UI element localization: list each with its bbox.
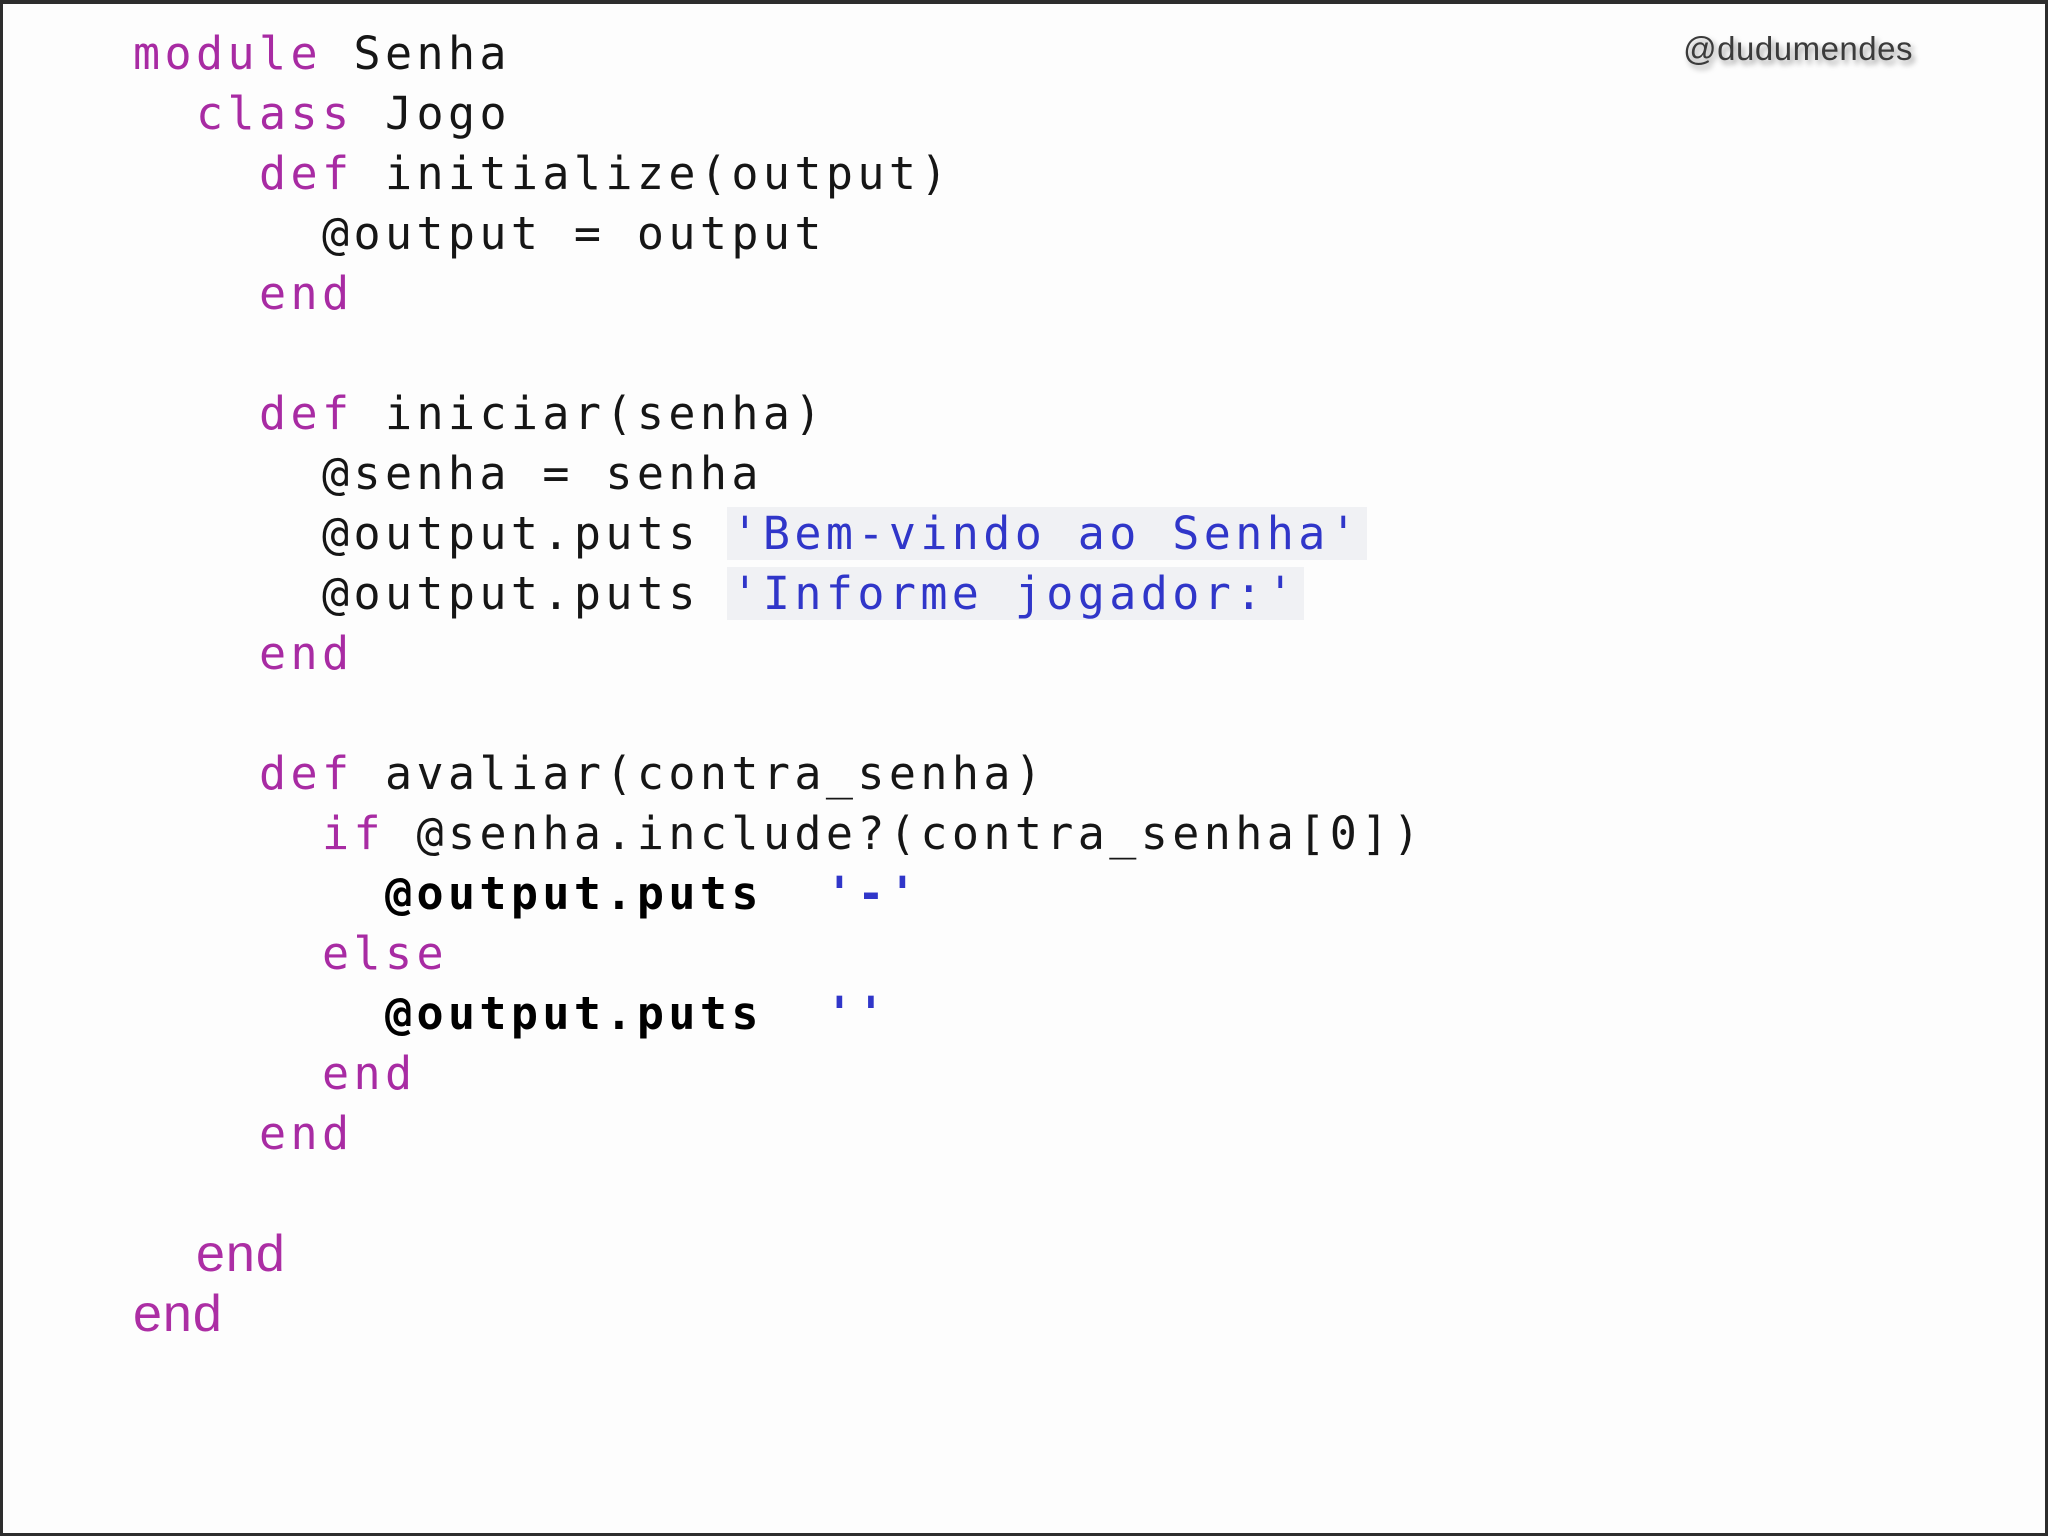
code-text: @output.puts (133, 507, 732, 560)
code-line: class Jogo (133, 84, 1424, 144)
keyword: def (258, 147, 354, 200)
keyword: end (196, 1225, 286, 1283)
code-line: def initialize(output) (133, 144, 1424, 204)
code-line: module Senha (133, 24, 1424, 84)
code-text: iniciar(senha) (353, 387, 826, 440)
code-block: module Senha class Jogo def initialize(o… (133, 24, 1424, 1344)
code-line: def iniciar(senha) (133, 384, 1424, 444)
keyword: end (258, 627, 354, 680)
code-text (133, 927, 322, 980)
code-text (133, 747, 259, 800)
string-literal: 'Bem-vindo ao Senha' (731, 507, 1362, 560)
code-text (133, 1229, 196, 1282)
keyword: end (258, 1107, 354, 1160)
code-line: if @senha.include?(contra_senha[0]) (133, 804, 1424, 864)
code-line: @output.puts '-' (133, 864, 1424, 924)
code-text (133, 987, 385, 1040)
keyword: def (258, 747, 354, 800)
code-text (133, 807, 322, 860)
keyword: end (258, 267, 354, 320)
keyword: if (321, 807, 385, 860)
watermark-handle: @dudumendes (1683, 30, 1913, 67)
code-text: Senha (321, 27, 511, 80)
code-line (133, 1164, 1424, 1224)
code-line: end (133, 264, 1424, 324)
keyword: end (133, 1285, 223, 1343)
code-text: avaliar(contra_senha) (353, 747, 1047, 800)
method-call-bold: @output.puts (384, 987, 763, 1040)
string-literal: 'Informe jogador:' (731, 567, 1299, 620)
code-line (133, 324, 1424, 384)
code-text: initialize(output) (353, 147, 952, 200)
code-line: end (133, 1044, 1424, 1104)
code-line: end (133, 1284, 1424, 1344)
code-line: @output.puts 'Informe jogador:' (133, 564, 1424, 624)
method-call-bold: @output.puts (384, 867, 763, 920)
code-text (133, 147, 259, 200)
code-text (133, 387, 259, 440)
keyword: class (196, 87, 354, 140)
code-text (133, 87, 196, 140)
code-text (133, 627, 259, 680)
code-text (133, 267, 259, 320)
code-line: @output = output (133, 204, 1424, 264)
keyword: def (258, 387, 354, 440)
string-literal: '' (825, 987, 889, 1040)
keyword: module (133, 27, 322, 80)
code-line: @senha = senha (133, 444, 1424, 504)
keyword: else (321, 927, 448, 980)
code-line: end (133, 1104, 1424, 1164)
code-line: end (133, 1224, 1424, 1284)
code-line: @output.puts '' (133, 984, 1424, 1044)
code-text (763, 987, 826, 1040)
code-line (133, 684, 1424, 744)
code-text (133, 1107, 259, 1160)
code-line: else (133, 924, 1424, 984)
code-text: @output = output (133, 207, 826, 260)
code-text: @senha.include?(contra_senha[0]) (384, 807, 1425, 860)
code-text: @output.puts (133, 567, 732, 620)
code-text (133, 1047, 322, 1100)
string-literal: '-' (825, 867, 921, 920)
code-line: @output.puts 'Bem-vindo ao Senha' (133, 504, 1424, 564)
code-text: Jogo (353, 87, 511, 140)
code-text (763, 867, 826, 920)
code-text: @senha = senha (133, 447, 763, 500)
keyword: end (321, 1047, 417, 1100)
code-text (133, 867, 385, 920)
code-line: def avaliar(contra_senha) (133, 744, 1424, 804)
code-line: end (133, 624, 1424, 684)
